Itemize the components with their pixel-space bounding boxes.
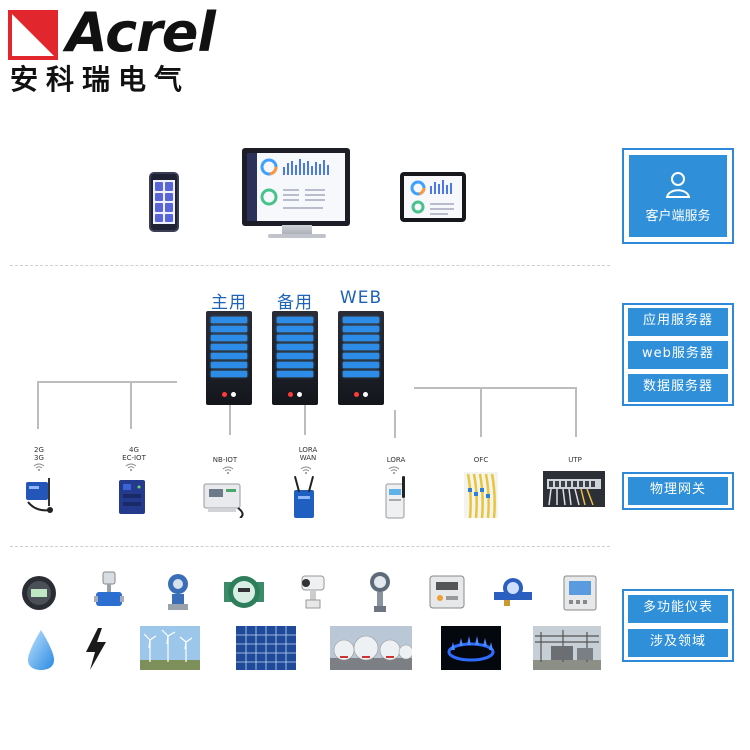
app-server-button[interactable]: 应用服务器 [628,308,728,336]
server-rack-web [338,311,384,405]
nb-iot-meter-icon [203,483,244,518]
application-field-button[interactable]: 涉及领域 [628,629,728,657]
gateway-label-nbiot: NB-IOT [212,456,238,464]
ec-iot-gateway-icon [119,480,145,514]
gateway-label-4g: 4G EC-IOT [122,446,146,462]
desktop-monitor-device [242,148,350,226]
lora-module-icon [385,476,405,519]
substation-image [533,626,601,670]
wire-utp-drop [575,387,577,437]
wire-2g-drop [37,381,39,429]
water-drop-icon [28,630,54,670]
dtu-modem-icon [26,478,53,513]
monitor-stand [282,225,312,235]
camera-icon [301,575,325,609]
server-label-primary: 主用 [211,293,247,313]
gateway-label-utp: UTP [568,456,582,464]
lorawan-gateway-icon [293,476,315,518]
brand-name: Acrel [66,1,216,64]
gateway-label-lorawan: LORA WAN [298,446,318,462]
lightning-icon [86,628,106,670]
water-meter-icon [494,578,532,606]
client-service-label: 客户端服务 [645,208,711,224]
optical-fiber-icon [464,472,498,519]
server-label-web: WEB [339,288,383,308]
round-meter-icon [22,576,56,610]
monitor-foot [268,234,326,238]
server-rack-backup [272,311,318,405]
wire-lorawan-drop [304,405,306,435]
wire-left-horizontal [37,381,177,383]
wifi-icon [300,466,312,474]
solar-panel-image [236,626,296,670]
wire-4g-drop [130,381,132,429]
wire-nbiot-drop [229,405,231,435]
multifunction-meter-button[interactable]: 多功能仪表 [628,595,728,623]
user-icon [665,171,691,198]
server-label-backup: 备用 [277,293,313,313]
pressure-transmitter-icon [168,574,188,610]
wifi-icon [33,463,45,471]
gas-flame-image [441,626,501,670]
acrel-logo: Acrel 安科瑞电气 [8,1,258,98]
gas-tanks-image [330,626,412,670]
power-meter-icon [563,575,597,611]
brand-name-cn: 安科瑞电气 [10,63,191,96]
wifi-icon [222,466,234,474]
web-server-button[interactable]: web服务器 [628,341,728,369]
divider [10,546,610,547]
gas-meter-icon [429,575,465,609]
client-service-box: 客户端服务 [622,148,734,244]
water-meter-dial-icon [224,576,264,608]
gateway-label-2g3g: 2G 3G [34,446,44,462]
wire-lora-drop [394,410,396,438]
wind-turbines-image [140,626,200,670]
utp-switch-icon [543,471,605,507]
server-rack-primary [206,311,252,405]
tablet-device [400,172,466,222]
gateway-label-lora: LORA [386,456,406,464]
phone-device [149,172,179,232]
data-server-button[interactable]: 数据服务器 [628,374,728,402]
wire-right-horizontal [414,387,576,389]
gateway-label-ofc: OFC [473,456,489,464]
divider [10,265,610,266]
flow-meter-icon [94,571,124,606]
wifi-icon [125,463,137,471]
acrel-logo-mark [8,10,58,60]
gauge-icon [370,572,390,612]
client-service-button[interactable]: 客户端服务 [629,155,727,237]
wire-ofc-drop [480,387,482,437]
wifi-icon [388,466,400,474]
physical-gateway-button[interactable]: 物理网关 [628,477,728,505]
